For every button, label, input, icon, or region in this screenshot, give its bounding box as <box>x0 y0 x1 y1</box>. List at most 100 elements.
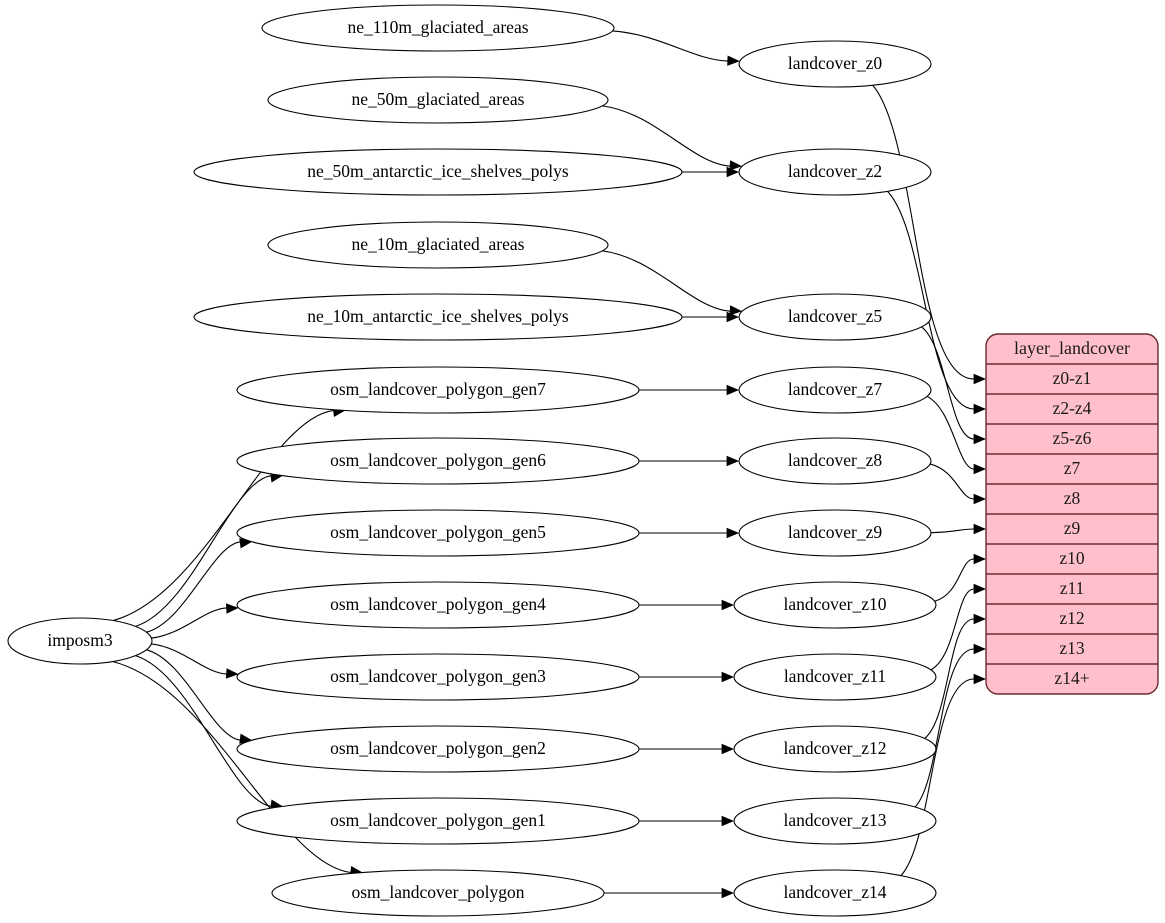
edge-arrowhead <box>973 493 987 505</box>
node-landcover_z5[interactable]: landcover_z5 <box>738 293 932 341</box>
node-shape-source <box>7 617 153 665</box>
table-row-z14+[interactable] <box>986 664 1158 694</box>
edge-landcover_z9-to-row-z9 <box>930 528 975 534</box>
table-row-z10[interactable] <box>986 544 1158 574</box>
table-row-z0-z1[interactable] <box>986 364 1158 394</box>
node-osm_landcover_polygon_gen6[interactable]: osm_landcover_polygon_gen6 <box>236 437 640 485</box>
node-osm_landcover_polygon_gen7[interactable]: osm_landcover_polygon_gen7 <box>236 366 640 414</box>
node-shape-landcover <box>738 437 932 485</box>
node-shape-osm <box>271 869 605 917</box>
node-landcover_z14[interactable]: landcover_z14 <box>733 869 937 917</box>
edge-arrowhead <box>729 160 743 171</box>
edge-arrowhead <box>721 743 735 755</box>
node-landcover_z10[interactable]: landcover_z10 <box>733 581 937 629</box>
layer-landcover-table[interactable]: layer_landcoverz0-z1z2-z4z5-z6z7z8z9z10z… <box>985 333 1159 695</box>
node-landcover_z13[interactable]: landcover_z13 <box>733 797 937 845</box>
table-row-z12[interactable] <box>986 604 1158 634</box>
node-landcover_z2[interactable]: landcover_z2 <box>738 148 932 196</box>
edge-arrowhead <box>729 305 743 316</box>
table-row-z8[interactable] <box>986 484 1158 514</box>
node-landcover_z11[interactable]: landcover_z11 <box>733 653 937 701</box>
edge-landcover_z11-to-row-z11 <box>930 588 975 671</box>
edge-arrowhead <box>721 815 735 827</box>
edge-arrowhead <box>973 523 987 535</box>
node-shape-landcover <box>738 366 932 414</box>
edge-imposm3-to-osm_landcover_polygon_gen4 <box>151 607 227 639</box>
node-ne_10m_glaciated_areas[interactable]: ne_10m_glaciated_areas <box>267 221 609 269</box>
edge-ne_50m_glaciated_areas-to-landcover_z2 <box>602 105 731 167</box>
edge-imposm3-to-osm_landcover_polygon_gen3 <box>151 643 227 675</box>
edge-landcover_z10-to-row-z10 <box>934 558 975 602</box>
table-row-z2-z4[interactable] <box>986 394 1158 424</box>
node-osm_landcover_polygon_gen3[interactable]: osm_landcover_polygon_gen3 <box>236 653 640 701</box>
node-shape-osm <box>236 366 640 414</box>
node-shape-landcover <box>738 148 932 196</box>
table-row-z13[interactable] <box>986 634 1158 664</box>
node-ne_110m_glaciated_areas[interactable]: ne_110m_glaciated_areas <box>261 4 615 52</box>
edge-imposm3-to-osm_landcover_polygon_gen5 <box>146 541 241 633</box>
edge-arrowhead <box>721 671 735 683</box>
edge-arrowhead <box>225 603 239 614</box>
node-shape-osm <box>236 797 640 845</box>
edge-arrowhead <box>721 887 735 899</box>
node-shape-landcover <box>733 797 937 845</box>
node-imposm3[interactable]: imposm3 <box>7 617 153 665</box>
edge-arrowhead <box>726 384 740 396</box>
node-shape-landcover <box>733 869 937 917</box>
edge-landcover_z8-to-row-z8 <box>930 463 975 500</box>
node-shape-natural-earth <box>267 221 609 269</box>
edge-landcover_z12-to-row-z12 <box>924 618 975 739</box>
edge-arrowhead <box>726 455 740 467</box>
edge-arrowhead <box>726 166 740 178</box>
edge-landcover_z0-to-row-z0-z1 <box>872 84 975 380</box>
edge-arrowhead <box>973 373 987 385</box>
node-osm_landcover_polygon_gen4[interactable]: osm_landcover_polygon_gen4 <box>236 581 640 629</box>
node-osm_landcover_polygon_gen2[interactable]: osm_landcover_polygon_gen2 <box>236 725 640 773</box>
edge-landcover_z5-to-row-z5-z6 <box>921 326 975 440</box>
node-shape-landcover <box>733 581 937 629</box>
table-row-z9[interactable] <box>986 514 1158 544</box>
node-shape-landcover <box>738 40 932 88</box>
table-row-z7[interactable] <box>986 454 1158 484</box>
edge-imposm3-to-osm_landcover_polygon_gen1 <box>135 655 272 807</box>
table-row-z5-z6[interactable] <box>986 424 1158 454</box>
node-shape-osm <box>236 437 640 485</box>
edge-arrowhead <box>973 583 987 595</box>
edge-imposm3-to-osm_landcover_polygon_gen2 <box>146 649 241 741</box>
edge-arrowhead <box>973 433 987 445</box>
node-shape-osm <box>236 581 640 629</box>
edge-arrowhead <box>973 553 987 565</box>
edge-imposm3-to-osm_landcover_polygon_gen6 <box>135 475 272 627</box>
node-osm_landcover_polygon[interactable]: osm_landcover_polygon <box>271 869 605 917</box>
node-landcover_z12[interactable]: landcover_z12 <box>733 725 937 773</box>
edge-arrowhead <box>727 55 740 66</box>
node-ne_50m_glaciated_areas[interactable]: ne_50m_glaciated_areas <box>267 76 609 124</box>
node-osm_landcover_polygon_gen5[interactable]: osm_landcover_polygon_gen5 <box>236 509 640 557</box>
node-shape-landcover <box>733 653 937 701</box>
edge-arrowhead <box>726 527 740 539</box>
edge-landcover_z7-to-row-z7 <box>926 395 975 470</box>
edge-arrowhead <box>726 311 740 323</box>
node-shape-landcover <box>733 725 937 773</box>
edge-arrowhead <box>225 668 239 679</box>
node-shape-natural-earth <box>261 4 615 52</box>
node-landcover_z7[interactable]: landcover_z7 <box>738 366 932 414</box>
node-landcover_z0[interactable]: landcover_z0 <box>738 40 932 88</box>
edge-ne_10m_glaciated_areas-to-landcover_z5 <box>602 250 731 312</box>
edge-arrowhead <box>973 463 987 475</box>
node-osm_landcover_polygon_gen1[interactable]: osm_landcover_polygon_gen1 <box>236 797 640 845</box>
edge-arrowhead <box>973 403 987 415</box>
edge-landcover_z14-to-row-z14plus <box>900 678 975 876</box>
table-row-z11[interactable] <box>986 574 1158 604</box>
node-shape-landcover <box>738 293 932 341</box>
edge-landcover_z13-to-row-z13 <box>914 648 975 808</box>
edges-layer <box>112 30 987 899</box>
node-ne_50m_antarctic_ice_shelves_polys[interactable]: ne_50m_antarctic_ice_shelves_polys <box>193 148 683 196</box>
node-landcover_z8[interactable]: landcover_z8 <box>738 437 932 485</box>
node-shape-osm <box>236 653 640 701</box>
node-shape-natural-earth <box>193 293 683 341</box>
node-landcover_z9[interactable]: landcover_z9 <box>738 509 932 557</box>
node-ne_10m_antarctic_ice_shelves_polys[interactable]: ne_10m_antarctic_ice_shelves_polys <box>193 293 683 341</box>
